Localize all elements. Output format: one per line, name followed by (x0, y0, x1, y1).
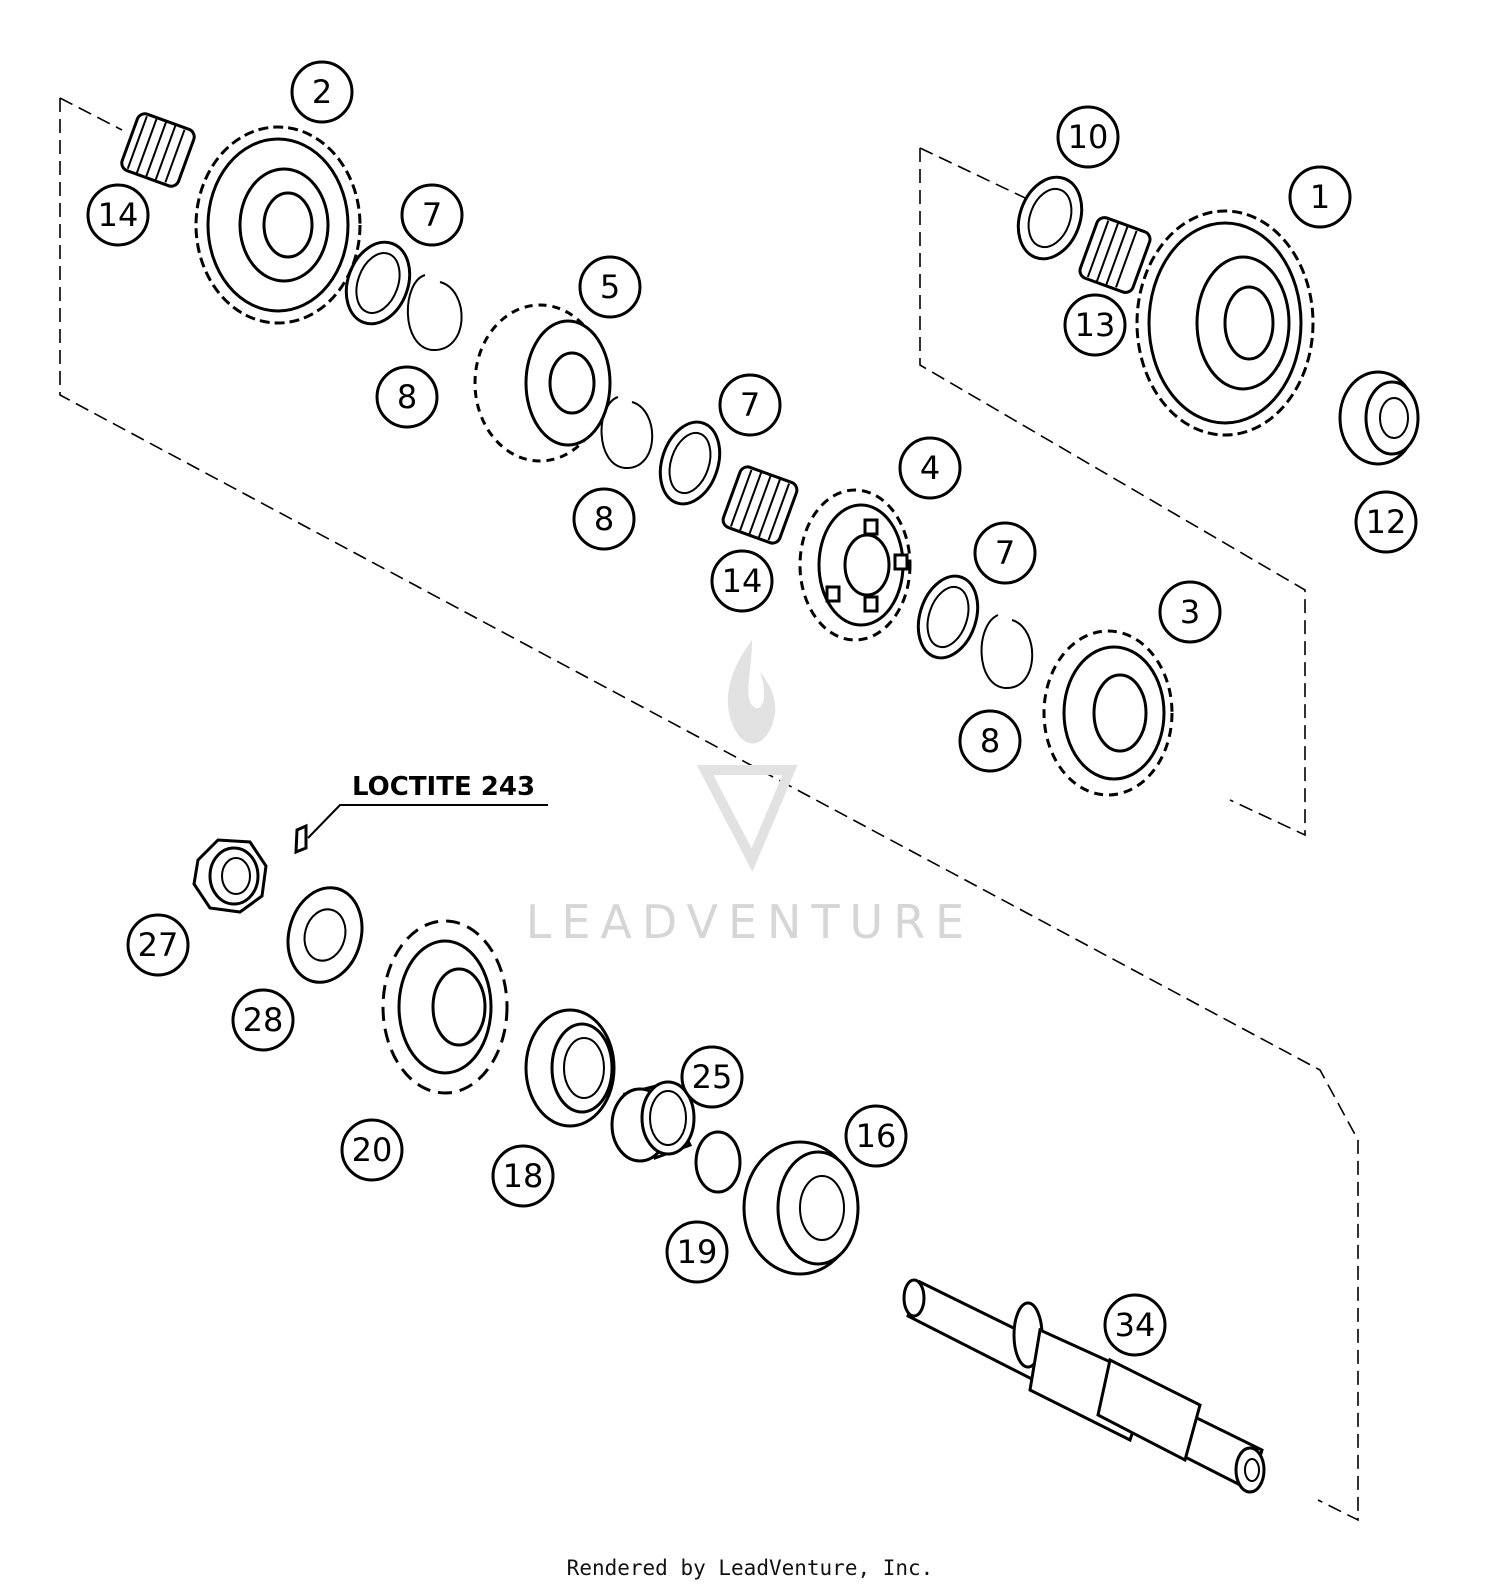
gear-1[interactable] (1135, 209, 1315, 437)
gear-4[interactable] (798, 488, 912, 642)
loctite-note: LOCTITE 243 (352, 772, 535, 802)
callout-14-upper[interactable]: 14 (86, 183, 150, 247)
nut-27[interactable] (192, 838, 268, 914)
svg-text:27: 27 (138, 926, 179, 964)
ball-bearing-12[interactable] (1338, 370, 1420, 466)
thrust-washer-7-upper[interactable] (335, 233, 420, 332)
gear-5[interactable] (473, 303, 612, 463)
watermark-text: LEADVENTURE (526, 895, 975, 949)
loctite-leader (294, 804, 548, 855)
lock-washer-28[interactable] (278, 879, 372, 990)
svg-text:8: 8 (980, 722, 1000, 760)
callout-7-middle[interactable]: 7 (718, 373, 782, 437)
seal-ring-18[interactable] (524, 1008, 616, 1128)
svg-text:16: 16 (856, 1117, 897, 1155)
callout-8-upper[interactable]: 8 (375, 365, 439, 429)
thrust-washer-7-lower[interactable] (908, 568, 987, 665)
callout-34[interactable]: 34 (1103, 1293, 1167, 1357)
svg-text:25: 25 (692, 1058, 733, 1096)
gear-2[interactable] (194, 125, 362, 325)
collar-bushing-25[interactable] (610, 1080, 696, 1163)
svg-text:14: 14 (98, 196, 139, 234)
callout-19[interactable]: 19 (665, 1220, 729, 1284)
sprocket-20[interactable] (381, 919, 509, 1095)
washer-10[interactable] (1007, 168, 1092, 267)
callout-1[interactable]: 1 (1288, 165, 1352, 229)
circlip-8-middle[interactable] (600, 396, 654, 470)
callout-28[interactable]: 28 (231, 988, 295, 1052)
needle-bearing-13[interactable] (1078, 215, 1153, 294)
svg-text:3: 3 (1180, 593, 1200, 631)
callout-16[interactable]: 16 (844, 1104, 908, 1168)
circlip-8-upper[interactable] (406, 274, 463, 352)
callout-10[interactable]: 10 (1056, 105, 1120, 169)
svg-text:5: 5 (600, 268, 620, 306)
callout-20[interactable]: 20 (340, 1118, 404, 1182)
callout-8-lower[interactable]: 8 (958, 709, 1022, 773)
svg-text:10: 10 (1068, 118, 1109, 156)
callout-2[interactable]: 2 (290, 60, 354, 124)
ball-bearing-16[interactable] (742, 1140, 860, 1276)
callouts: 1 2 3 4 5 7 7 7 8 8 8 10 12 13 14 14 16 … (86, 60, 1418, 1357)
render-credit: Rendered by LeadVenture, Inc. (566, 1556, 934, 1580)
callout-7-upper[interactable]: 7 (400, 183, 464, 247)
svg-text:20: 20 (352, 1131, 393, 1169)
callout-13[interactable]: 13 (1063, 293, 1127, 357)
svg-text:19: 19 (677, 1233, 718, 1271)
callout-5[interactable]: 5 (578, 255, 642, 319)
callout-14-middle[interactable]: 14 (710, 549, 774, 613)
svg-text:12: 12 (1366, 503, 1407, 541)
svg-text:28: 28 (243, 1001, 284, 1039)
callout-8-middle[interactable]: 8 (572, 487, 636, 551)
svg-text:4: 4 (920, 449, 940, 487)
svg-text:8: 8 (594, 500, 614, 538)
svg-text:2: 2 (312, 73, 332, 111)
countershaft-34[interactable] (902, 1278, 1266, 1494)
svg-text:7: 7 (995, 534, 1015, 572)
callout-7-lower[interactable]: 7 (973, 521, 1037, 585)
assembly-boundaries (59, 97, 1359, 1522)
callout-18[interactable]: 18 (491, 1144, 555, 1208)
svg-text:7: 7 (740, 386, 760, 424)
callout-12[interactable]: 12 (1354, 490, 1418, 554)
o-ring-19[interactable] (694, 1130, 742, 1194)
circlip-8-lower[interactable] (980, 614, 1034, 690)
callout-3[interactable]: 3 (1158, 580, 1222, 644)
svg-text:34: 34 (1115, 1306, 1156, 1344)
callout-27[interactable]: 27 (126, 913, 190, 977)
svg-text:1: 1 (1310, 178, 1330, 216)
svg-text:8: 8 (397, 378, 417, 416)
needle-bearing-14-upper[interactable] (120, 112, 197, 189)
svg-text:7: 7 (422, 196, 442, 234)
thrust-washer-7-middle[interactable] (650, 414, 729, 511)
callout-25[interactable]: 25 (680, 1045, 744, 1109)
needle-bearing-14-middle[interactable] (721, 465, 799, 546)
gear-3[interactable] (1042, 629, 1174, 797)
watermark: LEADVENTURE (526, 640, 975, 949)
svg-text:13: 13 (1075, 306, 1116, 344)
svg-text:18: 18 (503, 1157, 544, 1195)
svg-text:14: 14 (722, 562, 763, 600)
callout-4[interactable]: 4 (898, 436, 962, 500)
